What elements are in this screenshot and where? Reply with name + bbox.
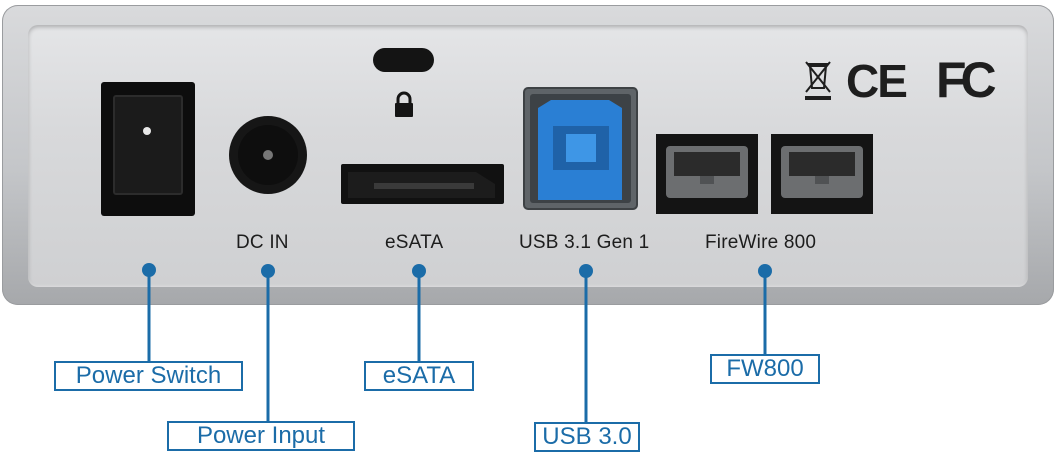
esata-port[interactable] xyxy=(341,164,504,204)
dot-usb xyxy=(579,264,593,278)
ce-mark: CE xyxy=(846,55,908,107)
callout-lines xyxy=(147,270,767,422)
power-switch[interactable] xyxy=(101,82,195,216)
label-dc-in: DC IN xyxy=(236,232,289,253)
dc-in-jack[interactable] xyxy=(229,116,307,194)
firewire-port-2[interactable] xyxy=(771,134,873,214)
dot-esata xyxy=(412,264,426,278)
label-esata: eSATA xyxy=(385,232,444,253)
callout-fw800: FW800 xyxy=(710,354,820,384)
label-usb: USB 3.1 Gen 1 xyxy=(519,232,650,253)
dot-fw800 xyxy=(758,264,772,278)
callout-usb: USB 3.0 xyxy=(534,422,640,452)
fcc-mark: FC xyxy=(936,52,997,108)
dot-power-input xyxy=(261,264,275,278)
callout-power-switch: Power Switch xyxy=(54,361,243,391)
weee-bin-icon xyxy=(805,61,831,100)
dot-power-switch xyxy=(142,263,156,277)
callout-power-input: Power Input xyxy=(167,421,355,451)
security-slot xyxy=(373,48,434,72)
callout-esata: eSATA xyxy=(364,361,474,391)
callout-dots xyxy=(142,263,772,278)
firewire-port-1[interactable] xyxy=(656,134,758,214)
usb-port[interactable] xyxy=(523,87,638,210)
label-firewire: FireWire 800 xyxy=(705,232,817,253)
lock-icon xyxy=(395,91,413,117)
